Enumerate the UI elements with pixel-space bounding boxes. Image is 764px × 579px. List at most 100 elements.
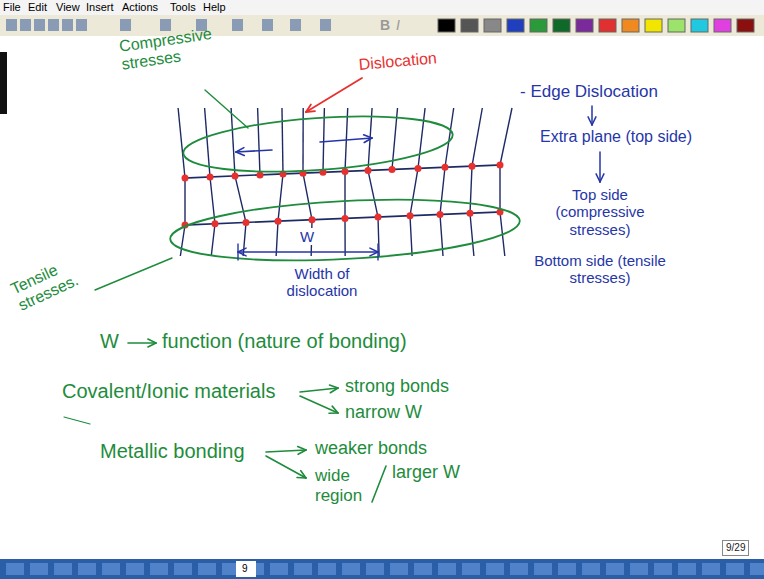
page-bar-cell [582, 563, 600, 575]
slide-counter: 9/29 [722, 540, 749, 556]
note-text: Metallic bonding [100, 440, 245, 463]
page-bar-cell [174, 563, 192, 575]
stress-arrow [236, 150, 272, 152]
lattice-plane [410, 168, 418, 256]
color-swatch [461, 19, 478, 32]
width-arrow-head [238, 248, 246, 252]
page-bar-cell [270, 563, 288, 575]
color-swatch [507, 19, 524, 32]
menu-item: Edit [28, 1, 47, 14]
toolbar-button: I [396, 17, 400, 33]
page-bar-cell [702, 563, 720, 575]
page-bar-cell [486, 563, 504, 575]
atom [415, 165, 422, 172]
atom [342, 168, 349, 175]
page-bar-cell [510, 563, 528, 575]
flow-arrow [266, 456, 306, 478]
toolbar-icon [20, 19, 31, 31]
page-bar-cell [294, 563, 312, 575]
note-text: Covalent/Ionic materials [62, 380, 275, 403]
stress-arrow-head [364, 135, 372, 138]
page-bar-cell [726, 563, 744, 575]
lattice-plane [500, 108, 512, 165]
stress-arrow [320, 138, 372, 142]
flow-arrow-head [298, 446, 306, 450]
menu-item: View [56, 1, 80, 14]
note-text: wide region [315, 466, 365, 505]
page-bar-cell [150, 563, 168, 575]
lattice-plane [180, 178, 185, 256]
flow-arrow-head [148, 339, 156, 343]
lattice-plane [178, 108, 185, 178]
note-page [0, 36, 764, 559]
flow-arrow-head [588, 117, 592, 125]
menu-item: Tools [170, 1, 196, 14]
flow-arrow-head [332, 406, 338, 413]
atom [182, 175, 189, 182]
page-bar-cell [630, 563, 648, 575]
note-heading: - Edge Dislocation [520, 82, 658, 102]
width-arrow-head [238, 252, 246, 256]
toolbar-icon [232, 19, 243, 31]
color-swatch [737, 19, 754, 32]
page-bar [0, 559, 764, 579]
compressive-region [182, 109, 455, 180]
lattice-plane [302, 108, 304, 173]
note-text: Extra plane (top side) [540, 128, 692, 146]
toolbar-icon [34, 19, 45, 31]
note-text: weaker bonds [315, 438, 427, 459]
lattice-plane [258, 108, 260, 175]
color-swatch [668, 19, 685, 32]
page-bar-cell [198, 563, 216, 575]
color-swatch [599, 19, 616, 32]
note-text: narrow W [345, 402, 422, 423]
menu-item: Help [203, 1, 226, 14]
page-bar-cell [438, 563, 456, 575]
width-arrow-head [370, 252, 378, 256]
atom [365, 167, 372, 174]
flow-arrow-head [301, 471, 306, 478]
width-arrow-head [370, 248, 378, 252]
page-bar-cell [342, 563, 360, 575]
dimension-label: W [298, 228, 316, 245]
flow-arrow-head [330, 385, 338, 388]
width-arrow [238, 251, 378, 252]
flow-arrow-head [148, 343, 156, 347]
color-swatch [645, 19, 662, 32]
flow-arrow-head [600, 174, 604, 182]
lattice-plane [282, 108, 283, 174]
leader-line [95, 258, 172, 290]
flow-arrow-head [596, 174, 600, 182]
stress-arrow-head [236, 152, 244, 155]
atom-row [183, 165, 503, 178]
menu-item: File [3, 1, 21, 14]
page-bar-cell [678, 563, 696, 575]
tensile-region [169, 192, 522, 268]
flow-arrow-head [298, 450, 306, 454]
note-text: larger W [392, 462, 460, 483]
stress-arrow-head [364, 138, 372, 143]
color-swatch [484, 19, 501, 32]
note-text: strong bonds [345, 376, 449, 397]
atom [275, 218, 282, 225]
toolbar-button: B [380, 17, 390, 33]
dislocation-leader [306, 78, 362, 112]
atom [375, 214, 382, 221]
flow-arrow [300, 396, 338, 413]
flow-arrow [128, 342, 156, 344]
lattice-plane [235, 176, 246, 256]
toolbar [0, 15, 764, 36]
lattice-plane [276, 174, 283, 256]
toolbar-icon [76, 19, 87, 31]
atom [497, 162, 504, 169]
page-bar-cell [558, 563, 576, 575]
menu-item: Insert [86, 1, 114, 14]
side-tab [0, 52, 7, 114]
page-bar-cell [462, 563, 480, 575]
slash [372, 466, 386, 502]
note-text: Bottom side (tensile stresses) [528, 252, 672, 287]
page-bar-cell [318, 563, 336, 575]
note-text: Top side (compressive stresses) [535, 186, 665, 238]
lattice-plane [418, 108, 425, 168]
flow-arrow [300, 388, 338, 392]
